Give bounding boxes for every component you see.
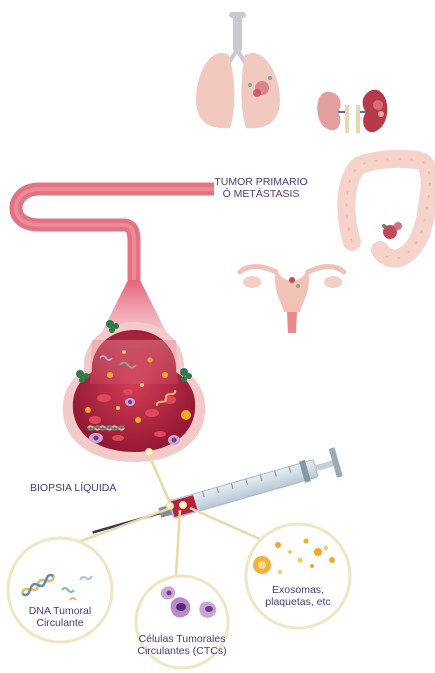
exosome-label: Exosomas, plaquetas, etc	[248, 584, 348, 608]
ctdna-label-line2: Circulante	[10, 617, 110, 629]
exosome-circle	[246, 524, 350, 628]
ctdna-label: DNA Tumoral Circulante	[10, 605, 110, 629]
blood-vessel	[16, 189, 214, 340]
lungs-icon	[196, 12, 280, 128]
ctc-label: Células Tumorales Circulantes (CTCs)	[132, 633, 232, 657]
blood-sample-chamber	[63, 320, 205, 462]
ctc-label-line2: Circulantes (CTCs)	[132, 645, 232, 657]
tumor-label: TUMOR PRIMARIO Ó METÁSTASIS	[196, 176, 326, 200]
uterus-icon	[240, 267, 344, 333]
ctc-label-line1: Células Tumorales	[132, 633, 232, 645]
tumor-label-line1: TUMOR PRIMARIO	[196, 176, 326, 188]
sample-point	[180, 502, 187, 509]
exosome-label-line2: plaquetas, etc	[248, 596, 348, 608]
tumor-label-line2: Ó METÁSTASIS	[196, 188, 326, 200]
biopsy-label: BIOPSIA LÍQUIDA	[30, 482, 150, 494]
ctdna-label-line1: DNA Tumoral	[10, 605, 110, 617]
kidney-icon	[317, 90, 387, 133]
colon-icon	[346, 159, 429, 259]
exosome-label-line1: Exosomas,	[248, 584, 348, 596]
